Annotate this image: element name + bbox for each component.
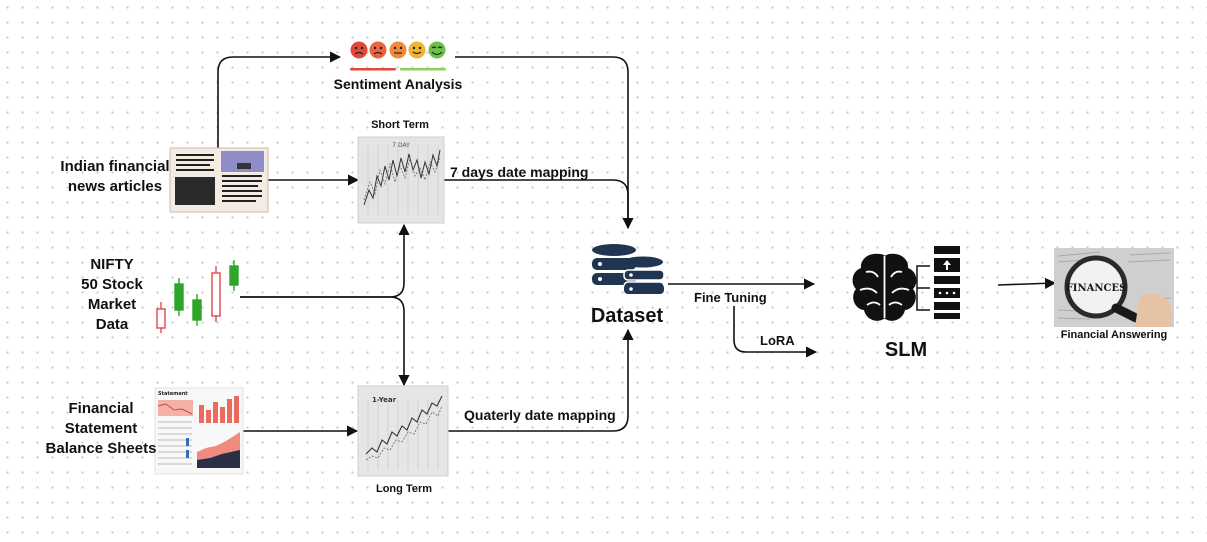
edge-label-fine-tuning: Fine Tuning	[694, 290, 767, 305]
arrow-slm-to-output	[997, 277, 1057, 289]
slm-label: SLM	[884, 339, 928, 361]
long-term-label: Long Term	[375, 483, 432, 495]
source-nifty-label: NIFTY 50 Stock Market Data	[81, 256, 143, 333]
long-term-chart-tag: 1-Year	[372, 396, 397, 404]
slight-smile-face-icon	[408, 41, 426, 59]
neutral-face-icon	[389, 41, 407, 59]
finances-badge: FINANCES	[1066, 283, 1127, 294]
sad-face-icon	[369, 41, 387, 59]
arrow-sentiment-to-dataset	[455, 56, 634, 230]
happy-face-icon	[428, 41, 446, 59]
svg-text:Statement: Statement	[158, 391, 188, 397]
financial-answering-label: Financial Answering	[1060, 329, 1168, 341]
edge-label-lora: LoRA	[760, 333, 795, 348]
sentiment-analysis-label: Sentiment Analysis	[333, 76, 463, 92]
arrow-short-term-to-dataset	[444, 179, 629, 228]
arrow-long-term-to-dataset	[448, 328, 634, 432]
dataset-label: Dataset	[590, 305, 664, 327]
edge-label-7-days: 7 days date mapping	[450, 164, 589, 180]
angry-face-icon	[350, 41, 368, 59]
edge-label-quarterly: Quaterly date mapping	[464, 407, 616, 423]
arrow-nifty-to-long-term	[240, 296, 410, 387]
arrow-news-to-sentiment	[217, 51, 342, 150]
short-term-chart-tag: 7 DAY	[392, 142, 410, 149]
source-statement-label: Financial Statement Balance Sheets	[45, 400, 157, 457]
short-term-label: Short Term	[371, 119, 429, 131]
arrow-lora-to-slm	[733, 306, 818, 358]
source-news-label: Indian financial news articles	[60, 158, 170, 195]
